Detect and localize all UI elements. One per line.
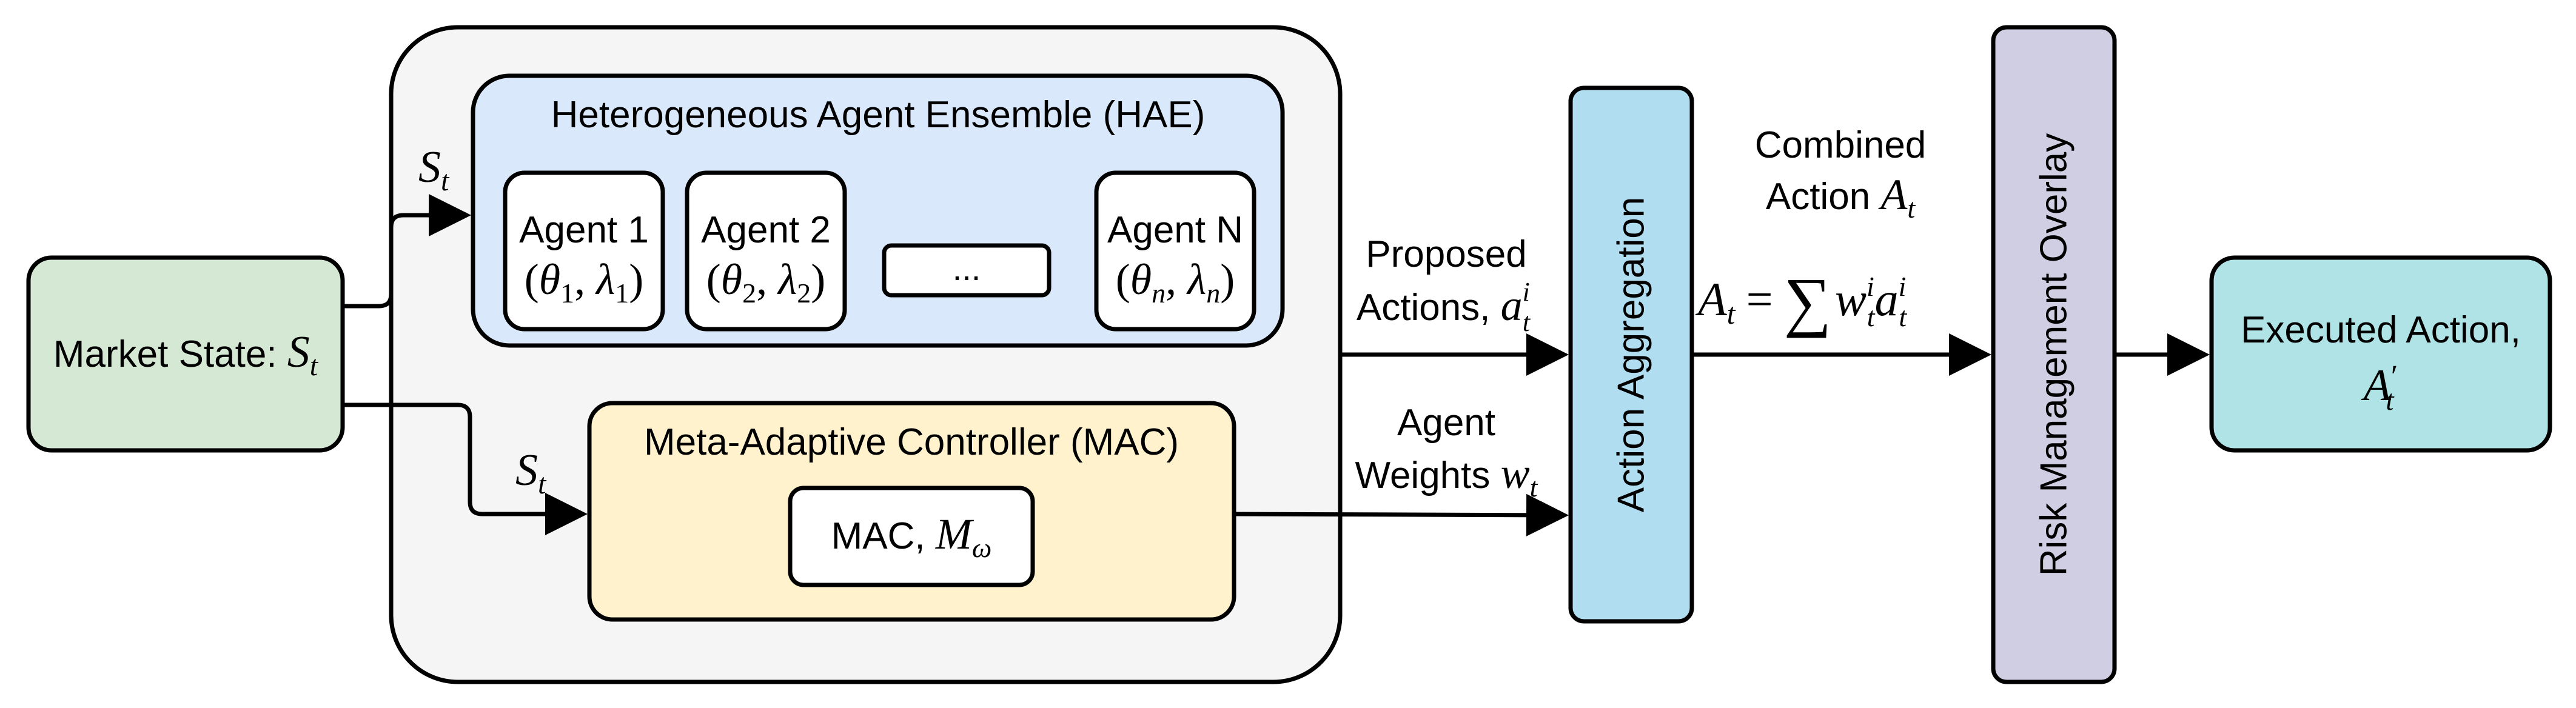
agent-weights-line1: Agent bbox=[1397, 402, 1495, 444]
executed-action-box bbox=[2209, 255, 2552, 453]
mac-title: Meta-Adaptive Controller (MAC) bbox=[644, 421, 1179, 463]
agent-1-params: (θ1, λ1) bbox=[525, 255, 644, 309]
agent-2-box bbox=[685, 170, 847, 332]
agent-weights-line2: Weights wt bbox=[1355, 449, 1538, 503]
executed-action-line1: Executed Action, bbox=[2241, 309, 2521, 351]
agent-n-box bbox=[1094, 170, 1256, 332]
agent-1-name: Agent 1 bbox=[519, 209, 649, 251]
market-state-label: Market State: St bbox=[53, 327, 319, 382]
ellipsis-box bbox=[882, 243, 1052, 298]
agent-2-name: Agent 2 bbox=[701, 209, 831, 251]
hae-box bbox=[471, 73, 1285, 348]
risk-management-label: Risk Management Overlay bbox=[2033, 133, 2075, 576]
ellipsis-text: ... bbox=[953, 249, 981, 287]
mac-inner-label: MAC, Mω bbox=[831, 510, 992, 563]
executed-action-symbol: A′t bbox=[2361, 359, 2398, 416]
edge-market-to-hae bbox=[343, 194, 471, 309]
agent-n-name: Agent N bbox=[1107, 209, 1243, 251]
combined-action-line2: Action At bbox=[1766, 170, 1916, 224]
edge-mac-to-aggregation bbox=[1233, 493, 1569, 536]
mac-input-label: St bbox=[515, 446, 547, 500]
action-aggregation-label: Action Aggregation bbox=[1611, 197, 1652, 513]
agent-2-params: (θ2, λ2) bbox=[706, 255, 826, 309]
proposed-actions-line1: Proposed bbox=[1366, 233, 1526, 275]
combined-action-line1: Combined bbox=[1755, 124, 1927, 166]
edge-market-to-mac bbox=[343, 402, 588, 535]
hae-input-label: St bbox=[418, 142, 450, 197]
mac-inner-box bbox=[788, 486, 1035, 587]
hae-title: Heterogeneous Agent Ensemble (HAE) bbox=[551, 94, 1206, 136]
agent-1-box bbox=[503, 170, 665, 332]
market-state-box bbox=[26, 255, 345, 453]
